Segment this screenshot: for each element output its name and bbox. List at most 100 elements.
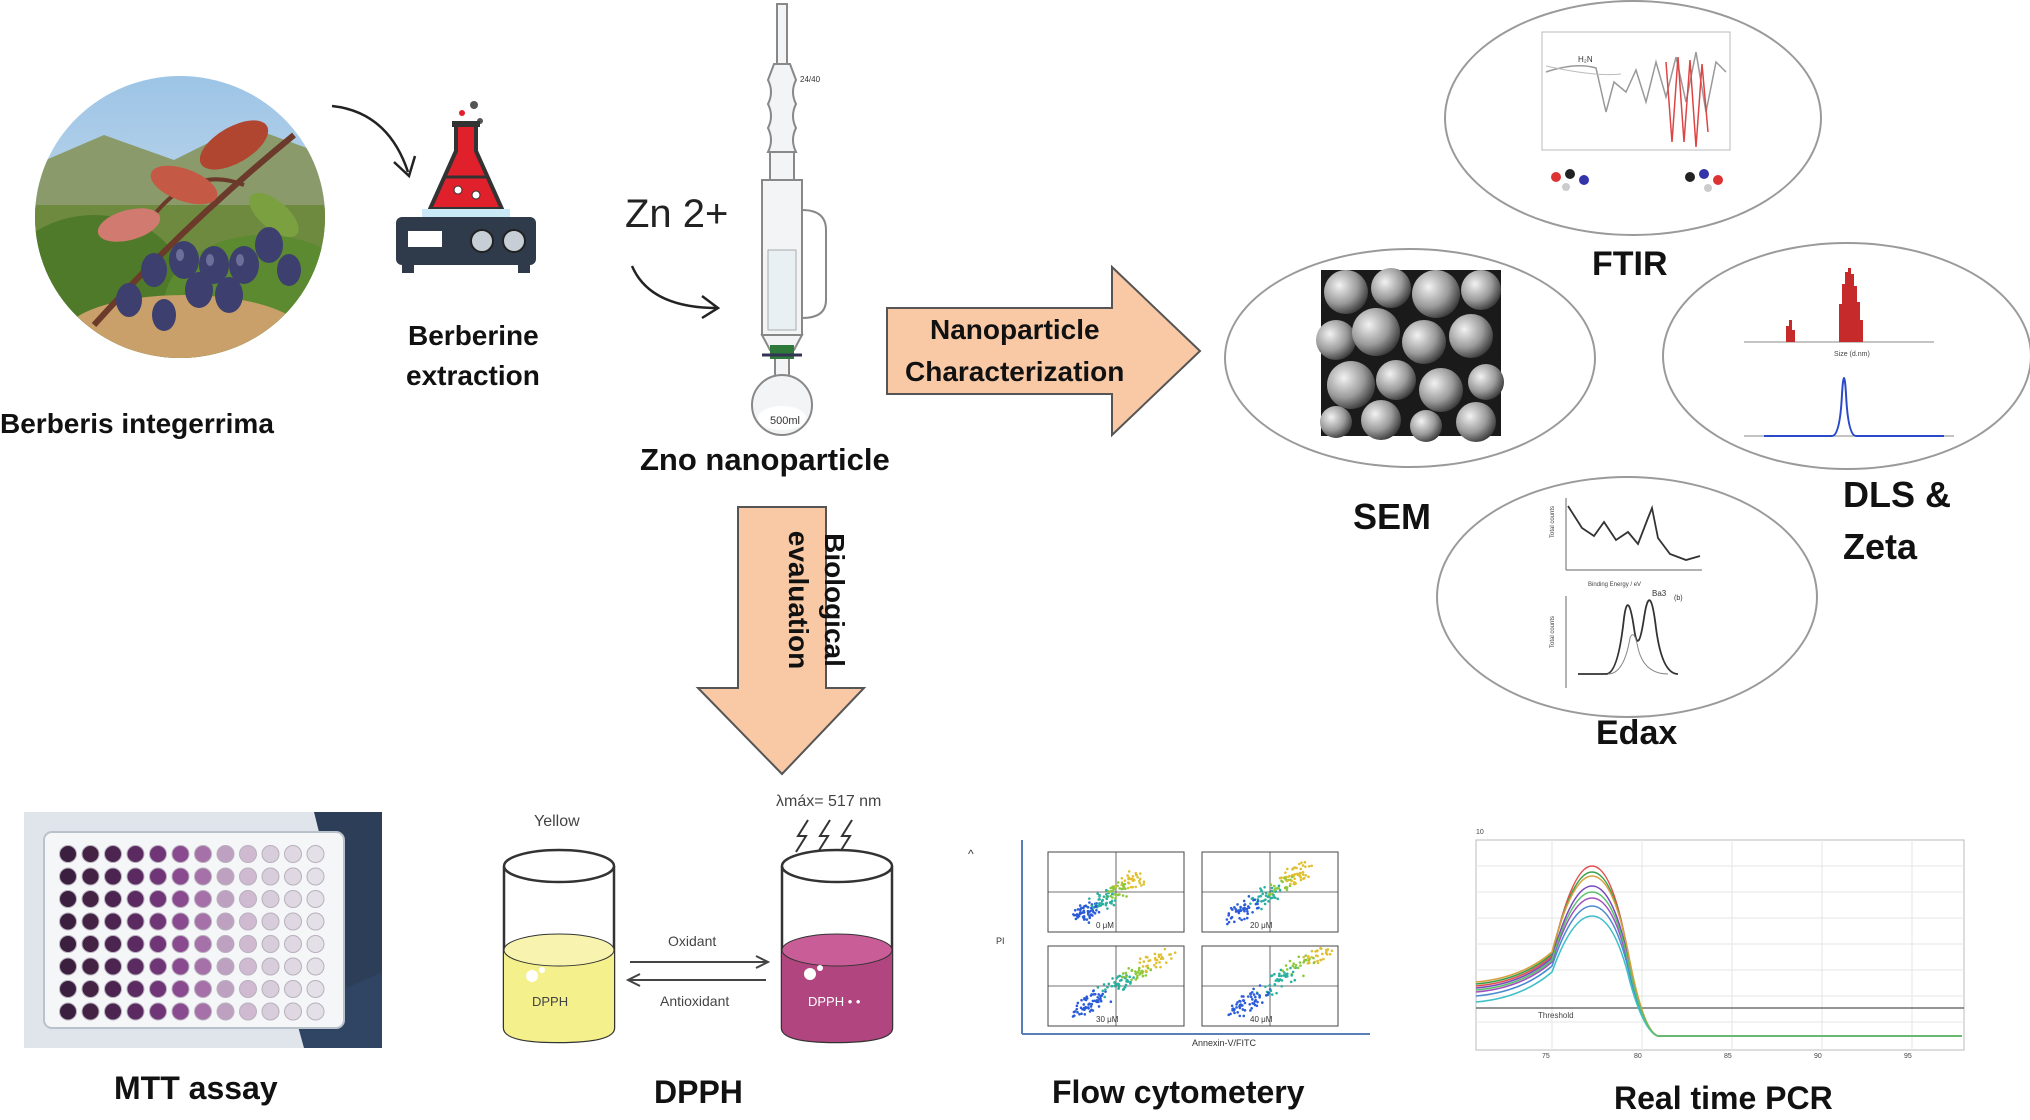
- well: [104, 867, 122, 886]
- flow-panel-label: 20 μM: [1250, 921, 1273, 930]
- flow-label: Flow cytometery: [1052, 1074, 1305, 1110]
- well: [239, 890, 257, 908]
- svg-text:Size (d.nm): Size (d.nm): [1834, 351, 1870, 358]
- pcr-curve: [1475, 915, 1962, 1037]
- flow-panel: 40 μM: [1201, 945, 1339, 1027]
- zeta-label: Zeta: [1843, 526, 1918, 567]
- pcr-curve: [1475, 891, 1962, 1037]
- well: [81, 912, 100, 931]
- biological-label-line2: evaluation: [783, 530, 814, 670]
- svg-text:90: 90: [1814, 1053, 1822, 1060]
- well: [81, 890, 100, 908]
- well: [284, 890, 302, 908]
- svg-text:80: 80: [1634, 1053, 1642, 1060]
- well: [261, 912, 280, 931]
- well: [126, 845, 145, 863]
- dpph-label: DPPH: [654, 1074, 743, 1110]
- pcr-curve: [1475, 905, 1962, 1037]
- well: [216, 980, 235, 998]
- well: [104, 980, 122, 998]
- well: [104, 1002, 122, 1021]
- well: [104, 912, 122, 931]
- biological-label-line1b: Biological: [819, 533, 850, 667]
- well: [306, 867, 325, 886]
- well: [59, 957, 77, 976]
- characterization-arrow: [886, 264, 1202, 438]
- well: [171, 957, 190, 976]
- curved-arrow-icon: [331, 104, 417, 179]
- well: [104, 957, 122, 976]
- biological-label-wrap: Biological evaluation: [772, 500, 852, 700]
- flow-panel-label: 0 μM: [1096, 921, 1114, 930]
- well: [261, 890, 280, 908]
- svg-text:^: ^: [968, 847, 974, 861]
- well: [261, 935, 280, 953]
- well: [126, 957, 145, 976]
- well: [216, 890, 235, 908]
- nanoparticle-label: Zno nanoparticle: [640, 442, 890, 477]
- svg-text:Total counts: Total counts: [1550, 616, 1556, 648]
- curved-arrow-icon: [630, 265, 721, 320]
- well: [149, 935, 167, 953]
- well: [284, 957, 302, 976]
- soxhlet-apparatus-icon: 500ml 24/40: [730, 0, 840, 440]
- well: [59, 912, 77, 931]
- well: [59, 890, 77, 908]
- svg-text:95: 95: [1904, 1053, 1912, 1060]
- well: [239, 957, 257, 976]
- well: [284, 845, 302, 863]
- well: [149, 957, 167, 976]
- well: [59, 1002, 77, 1021]
- well: [171, 912, 190, 931]
- well: [171, 845, 190, 863]
- well: [216, 957, 235, 976]
- edax-label: Edax: [1596, 714, 1678, 752]
- antioxidant-label: Antioxidant: [660, 993, 729, 1009]
- well: [59, 980, 77, 998]
- well: [104, 890, 122, 908]
- svg-text:Total counts: Total counts: [1550, 506, 1556, 538]
- well: [126, 890, 145, 908]
- sem-label: SEM: [1353, 496, 1432, 537]
- well: [284, 912, 302, 931]
- characterization-label-line2: Characterization: [905, 356, 1125, 387]
- well: [284, 935, 302, 953]
- well: [306, 957, 325, 976]
- well: [194, 1002, 212, 1021]
- well: [261, 980, 280, 998]
- well: [216, 935, 235, 953]
- mtt-label: MTT assay: [114, 1070, 278, 1106]
- extraction-label-line1: Berberine: [408, 320, 539, 351]
- right-beaker-label: DPPH • •: [808, 994, 861, 1009]
- pcr-curve: [1475, 875, 1962, 1037]
- well: [306, 1002, 325, 1021]
- well: [126, 912, 145, 931]
- zinc-label: Zn 2+: [625, 192, 729, 236]
- well: [104, 935, 122, 953]
- well: [149, 912, 167, 931]
- svg-text:Binding Energy / eV: Binding Energy / eV: [1588, 582, 1641, 588]
- well: [149, 980, 167, 998]
- well: [149, 867, 167, 886]
- dpph-lambda-label: λmáx= 517 nm: [776, 793, 881, 810]
- left-beaker-label: DPPH: [532, 994, 568, 1009]
- flow-panel-label: 40 μM: [1250, 1015, 1273, 1024]
- mtt-plate-image: [24, 812, 382, 1048]
- pcr-label: Real time PCR: [1614, 1080, 1833, 1116]
- well: [194, 980, 212, 998]
- well: [216, 867, 235, 886]
- flow-yaxis-label: PI: [996, 936, 1005, 946]
- flow-panel: 0 μM: [1047, 851, 1185, 933]
- well: [81, 1002, 100, 1021]
- well: [216, 1002, 235, 1021]
- well: [149, 1002, 167, 1021]
- oxidant-label: Oxidant: [668, 933, 716, 949]
- well: [126, 867, 145, 886]
- well: [104, 845, 122, 863]
- svg-text:Ba3: Ba3: [1652, 589, 1667, 598]
- well: [81, 980, 100, 998]
- plant-label: Berberis integerrima: [0, 408, 274, 439]
- well: [261, 845, 280, 863]
- well: [194, 890, 212, 908]
